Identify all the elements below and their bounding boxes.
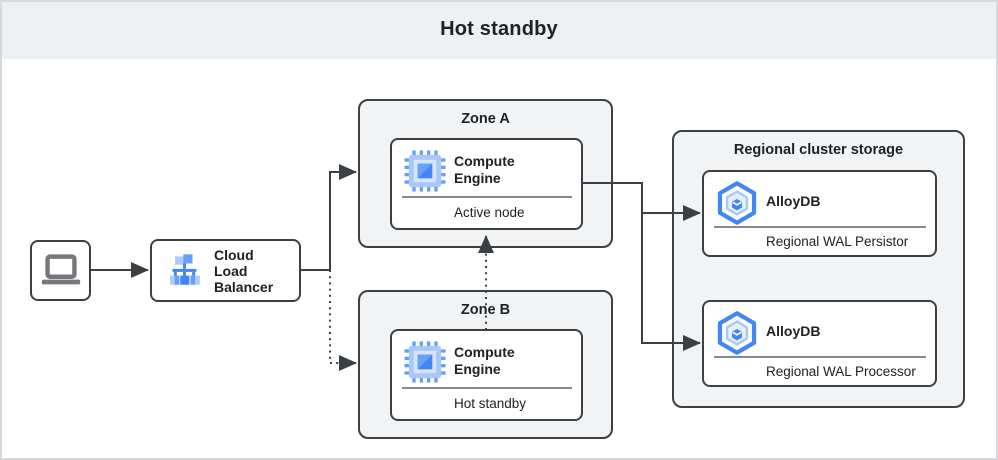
connector-lb-to-zone-b-dotted <box>329 270 357 371</box>
regional-cluster-storage-container: Regional cluster storage AlloyDB Regiona… <box>672 130 965 408</box>
divider <box>402 196 572 198</box>
header-band: Hot standby <box>0 0 998 59</box>
divider <box>714 356 926 358</box>
alloydb-label: AlloyDB <box>766 323 821 339</box>
compute-role-active-node: Active node <box>454 205 525 220</box>
alloydb-label: AlloyDB <box>766 193 821 209</box>
alloydb-node-wal-processor: AlloyDB Regional WAL Processor <box>702 300 937 387</box>
zone-a-title: Zone A <box>461 111 510 127</box>
compute-engine-label: Compute Engine <box>454 344 515 377</box>
alloydb-node-wal-persistor: AlloyDB Regional WAL Persistor <box>702 170 937 257</box>
zone-a-container: Zone A Compute Engine Active node <box>358 99 613 248</box>
zone-b-container: Zone B Compute Engine Hot standby <box>358 290 613 439</box>
client-node <box>30 240 91 301</box>
alloydb-icon <box>717 311 757 355</box>
alloydb-icon <box>717 181 757 225</box>
alloydb-role-wal-processor: Regional WAL Processor <box>766 364 916 379</box>
compute-engine-icon <box>404 341 446 383</box>
laptop-icon <box>41 253 80 284</box>
compute-engine-icon <box>404 150 446 192</box>
alloydb-role-wal-persistor: Regional WAL Persistor <box>766 234 909 249</box>
load-balancer-icon <box>170 253 200 285</box>
divider <box>714 226 926 228</box>
page-title: Hot standby <box>440 18 558 40</box>
load-balancer-label: Cloud Load Balancer <box>214 246 274 295</box>
divider <box>402 387 572 389</box>
compute-role-hot-standby: Hot standby <box>454 396 527 411</box>
compute-engine-label: Compute Engine <box>454 153 515 186</box>
load-balancer-node: Cloud Load Balancer <box>150 239 301 302</box>
storage-title: Regional cluster storage <box>733 142 904 158</box>
zone-b-title: Zone B <box>460 302 511 318</box>
compute-engine-node-active: Compute Engine Active node <box>390 138 583 230</box>
compute-engine-node-standby: Compute Engine Hot standby <box>390 329 583 421</box>
connector-lb-to-zone-a <box>329 164 357 271</box>
